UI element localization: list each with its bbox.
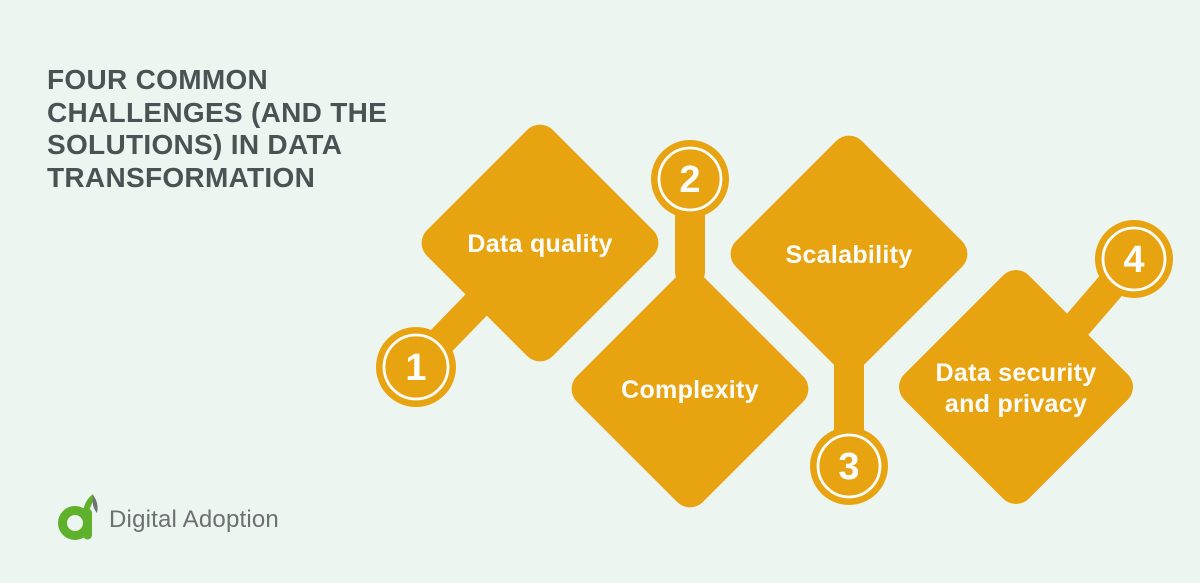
badge-circle-2 bbox=[651, 140, 729, 218]
brand-logo-icon bbox=[58, 494, 98, 540]
badge-circle-1 bbox=[376, 327, 456, 407]
badge-ring-1 bbox=[382, 333, 450, 401]
challenge-shape-4: 4 Data security and privacy bbox=[899, 220, 1173, 504]
badge-number-4: 4 bbox=[1123, 239, 1144, 281]
badge-number-2: 2 bbox=[679, 159, 700, 201]
badge-number-1: 1 bbox=[405, 347, 426, 389]
badge-circle-3 bbox=[810, 427, 888, 505]
diamond-3 bbox=[730, 135, 968, 373]
badge-circle-4 bbox=[1095, 220, 1173, 298]
challenge-shape-1: 1 Data quality bbox=[376, 124, 659, 407]
brand-logo: Digital Adoption bbox=[56, 494, 279, 540]
badge-ring-3 bbox=[816, 433, 882, 499]
leaf-gray-icon bbox=[92, 495, 98, 513]
challenge-label-4-line2: and privacy bbox=[945, 390, 1087, 418]
challenge-label-2: Complexity bbox=[621, 376, 759, 404]
challenge-label-3: Scalability bbox=[786, 241, 913, 269]
a-bowl bbox=[58, 506, 92, 540]
badge-ring-2 bbox=[657, 146, 723, 212]
challenge-label-4-line1: Data security bbox=[936, 359, 1097, 387]
page-title: FOUR COMMON CHALLENGES (AND THE SOLUTION… bbox=[47, 64, 388, 193]
badge-number-3: 3 bbox=[838, 446, 859, 488]
diamond-2 bbox=[571, 270, 809, 508]
brand-name: Digital Adoption bbox=[109, 506, 279, 533]
challenge-shape-3: 3 Scalability bbox=[730, 135, 968, 505]
challenge-shape-2: 2 Complexity bbox=[571, 140, 809, 508]
badge-ring-4 bbox=[1101, 226, 1167, 292]
challenge-label-1: Data quality bbox=[467, 230, 612, 258]
